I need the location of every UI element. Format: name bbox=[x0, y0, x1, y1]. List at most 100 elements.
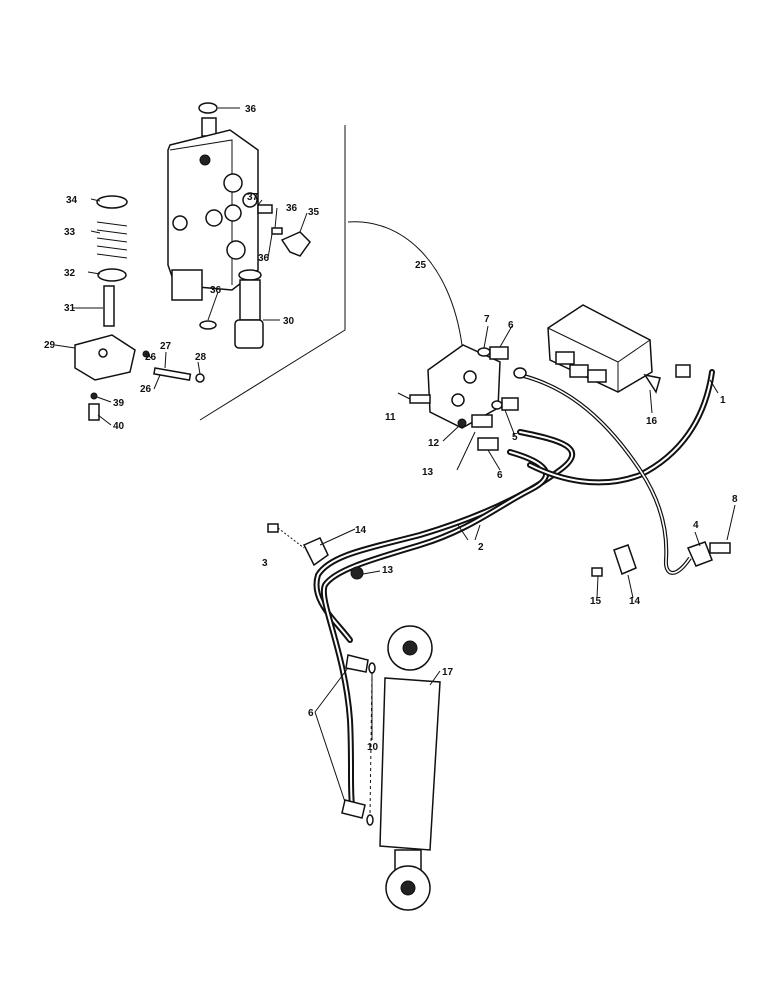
callout-10: 10 bbox=[367, 742, 379, 753]
callout-27: 27 bbox=[160, 341, 172, 352]
callout-29: 29 bbox=[44, 340, 56, 351]
control-valve-port-a bbox=[463, 370, 477, 384]
plug-13 bbox=[350, 566, 364, 580]
callout-6-top: 6 bbox=[508, 320, 514, 331]
callout-7: 7 bbox=[484, 314, 490, 325]
valve-port-4 bbox=[242, 192, 258, 208]
part-number-callouts: 36 34 33 32 31 29 37 36 35 36 36 30 26 2… bbox=[44, 104, 738, 753]
callout-3: 3 bbox=[262, 558, 268, 569]
valve-lower-block bbox=[171, 269, 203, 301]
bracket-35 bbox=[280, 231, 311, 257]
callout-2: 2 bbox=[478, 542, 484, 553]
cylinder-top-pin bbox=[402, 640, 418, 656]
callout-6-mid: 6 bbox=[497, 470, 503, 481]
spool-body bbox=[239, 279, 261, 321]
callout-37: 37 bbox=[247, 192, 259, 203]
quick-coupler-2 bbox=[569, 364, 589, 378]
callout-1: 1 bbox=[720, 395, 726, 406]
callout-39: 39 bbox=[113, 398, 125, 409]
callout-16: 16 bbox=[646, 416, 658, 427]
o-ring-10-bottom bbox=[366, 814, 374, 826]
callout-26-a: 26 bbox=[145, 352, 157, 363]
fitting-6-top bbox=[489, 346, 509, 360]
leader-25 bbox=[347, 221, 463, 346]
callout-13-b: 13 bbox=[382, 565, 394, 576]
valve-port-1 bbox=[223, 173, 243, 193]
inset-border-line bbox=[199, 125, 346, 421]
callout-13-a: 13 bbox=[422, 467, 434, 478]
callout-30: 30 bbox=[283, 316, 295, 327]
spool-end bbox=[234, 319, 264, 349]
valve-port-7 bbox=[199, 154, 211, 166]
inset-leader-lines bbox=[54, 107, 308, 426]
control-valve-assembly bbox=[409, 344, 519, 451]
manifold-block bbox=[547, 304, 691, 394]
clamps bbox=[267, 523, 731, 577]
callout-31: 31 bbox=[64, 303, 76, 314]
callout-6-low: 6 bbox=[308, 708, 314, 719]
spring-seat bbox=[97, 268, 127, 282]
fitting-6-low bbox=[477, 437, 499, 451]
callout-36-c: 36 bbox=[210, 285, 222, 296]
valve-port-5 bbox=[172, 215, 188, 231]
elbow-16 bbox=[643, 373, 661, 394]
spring-cap bbox=[96, 195, 128, 209]
clamp-14-left bbox=[302, 537, 329, 567]
callout-34: 34 bbox=[66, 195, 78, 206]
callout-15: 15 bbox=[590, 596, 602, 607]
bolt-3-line bbox=[277, 527, 305, 549]
detent-27 bbox=[153, 367, 192, 382]
bolt-3 bbox=[267, 523, 279, 533]
detent-28 bbox=[195, 373, 205, 383]
washer-39 bbox=[90, 392, 98, 400]
valve-port-2 bbox=[205, 209, 223, 227]
fitting-8-right bbox=[709, 542, 731, 554]
o-ring-lower bbox=[199, 320, 217, 330]
callout-14-left: 14 bbox=[355, 525, 367, 536]
valve-body-edge bbox=[169, 139, 233, 285]
callout-4: 4 bbox=[693, 520, 699, 531]
callout-32: 32 bbox=[64, 268, 76, 279]
callout-11: 11 bbox=[385, 412, 396, 423]
callout-17: 17 bbox=[442, 667, 454, 678]
elbow-6-bottom bbox=[341, 799, 366, 819]
end-cap-hole bbox=[98, 348, 108, 358]
o-ring-7 bbox=[477, 347, 491, 357]
o-ring-top bbox=[198, 102, 218, 114]
bolt-15 bbox=[591, 567, 603, 577]
callout-33: 33 bbox=[64, 227, 76, 238]
bolt-11 bbox=[409, 394, 431, 404]
hydraulic-cylinder bbox=[341, 625, 441, 911]
control-valve-port-b bbox=[451, 393, 465, 407]
callout-38: 36 bbox=[245, 104, 257, 115]
tube-nut bbox=[513, 367, 527, 379]
quick-coupler-1 bbox=[555, 351, 575, 365]
callout-40: 40 bbox=[113, 421, 125, 432]
valve-port-3 bbox=[224, 204, 242, 222]
valve-port-6 bbox=[226, 240, 246, 260]
fitting-6-mid bbox=[471, 414, 493, 428]
bolt-40 bbox=[88, 403, 100, 421]
ball-26 bbox=[142, 350, 150, 358]
callout-36-b: 36 bbox=[258, 253, 270, 264]
callout-36-a: 36 bbox=[286, 203, 298, 214]
plug bbox=[257, 204, 273, 214]
cylinder-bottom-pin bbox=[400, 880, 416, 896]
callout-26-b: 26 bbox=[140, 384, 152, 395]
callout-14-right: 14 bbox=[629, 596, 641, 607]
o-ring-10-top bbox=[368, 662, 376, 674]
hose-routing bbox=[313, 367, 715, 808]
fitting-1-end bbox=[675, 364, 691, 378]
spring-coils bbox=[96, 221, 128, 259]
cylinder-barrel bbox=[379, 677, 441, 851]
callout-25: 25 bbox=[415, 260, 427, 271]
o-ring-5 bbox=[491, 400, 503, 410]
end-cap-29 bbox=[74, 334, 136, 381]
valve-exploded-view bbox=[54, 102, 346, 426]
spool-ring bbox=[238, 269, 262, 281]
screw-36 bbox=[271, 227, 283, 235]
callout-12: 12 bbox=[428, 438, 440, 449]
callout-28: 28 bbox=[195, 352, 207, 363]
fitting-5 bbox=[501, 397, 519, 411]
